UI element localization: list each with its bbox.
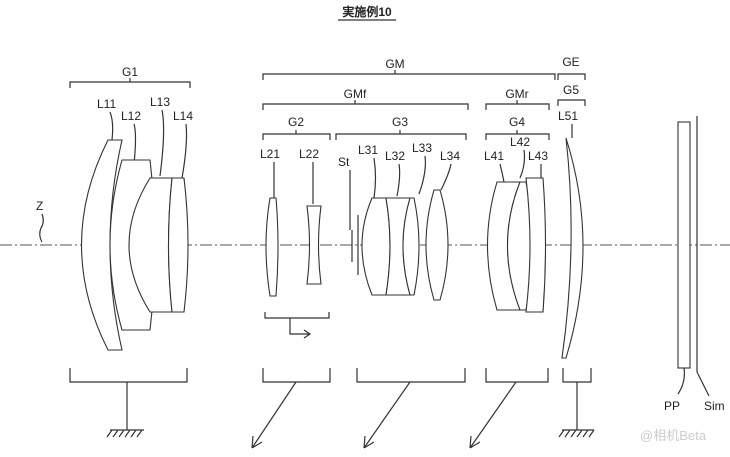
- g3-locus: [356, 368, 466, 449]
- label-gm: GM: [385, 57, 404, 71]
- label-l33: L33: [412, 141, 432, 155]
- label-g5: G5: [563, 83, 579, 97]
- lens-l22: [306, 205, 322, 285]
- label-g4: G4: [509, 115, 525, 129]
- g4-lenses: [486, 177, 547, 313]
- group-brackets: G1 GM GMf GMr G2 G3 G4 GE G5: [69, 55, 586, 140]
- label-g3: G3: [392, 115, 408, 129]
- axis-label: Z: [36, 199, 43, 213]
- g2-travel-bracket: [264, 312, 330, 319]
- g2-lenses: [264, 197, 330, 339]
- label-gmf: GMf: [344, 87, 367, 101]
- axis-leader: [39, 213, 44, 243]
- g1-fixed: [69, 368, 188, 438]
- figure-title: 実施例10: [342, 4, 392, 19]
- label-l12: L12: [121, 109, 141, 123]
- label-l42: L42: [510, 135, 530, 149]
- lens-l11: [80, 139, 123, 351]
- label-sim: Sim: [704, 399, 725, 413]
- label-l51: L51: [558, 109, 578, 123]
- label-st: St: [338, 155, 350, 169]
- lens-l31: [361, 197, 391, 296]
- label-l31: L31: [358, 143, 378, 157]
- lens-l34: [425, 189, 449, 301]
- g2-focus-arrow: [289, 318, 312, 339]
- label-l21: L21: [260, 147, 280, 161]
- label-l41: L41: [484, 149, 504, 163]
- label-l32: L32: [385, 149, 405, 163]
- lens-l21: [265, 197, 279, 297]
- watermark: @相机Beta: [640, 428, 707, 443]
- movement-loci: [69, 368, 595, 449]
- label-l14: L14: [173, 109, 193, 123]
- plane-leaders: [677, 367, 710, 397]
- label-pp: PP: [664, 399, 680, 413]
- g4-locus: [469, 368, 549, 449]
- label-g1: G1: [122, 65, 138, 79]
- label-l22: L22: [299, 147, 319, 161]
- lens-l33: [402, 197, 420, 296]
- lens-l43: [525, 177, 547, 313]
- lens-l51: [561, 137, 584, 359]
- label-g2: G2: [288, 115, 304, 129]
- label-l11: L11: [97, 97, 116, 111]
- label-ge: GE: [562, 55, 579, 69]
- g3-lenses: [361, 189, 449, 301]
- lens-l14: [167, 177, 189, 313]
- lens-labels: L11 L12 L13 L14 L21 L22 St L31 L32 L33 L…: [97, 95, 578, 230]
- label-l34: L34: [440, 149, 460, 163]
- protective-plate: [677, 121, 691, 369]
- label-l13: L13: [150, 95, 170, 109]
- g5-fixed: [558, 368, 595, 438]
- label-l43: L43: [528, 149, 548, 163]
- g1-lenses: [80, 139, 189, 351]
- label-gmr: GMr: [505, 87, 528, 101]
- g2-locus: [251, 368, 331, 449]
